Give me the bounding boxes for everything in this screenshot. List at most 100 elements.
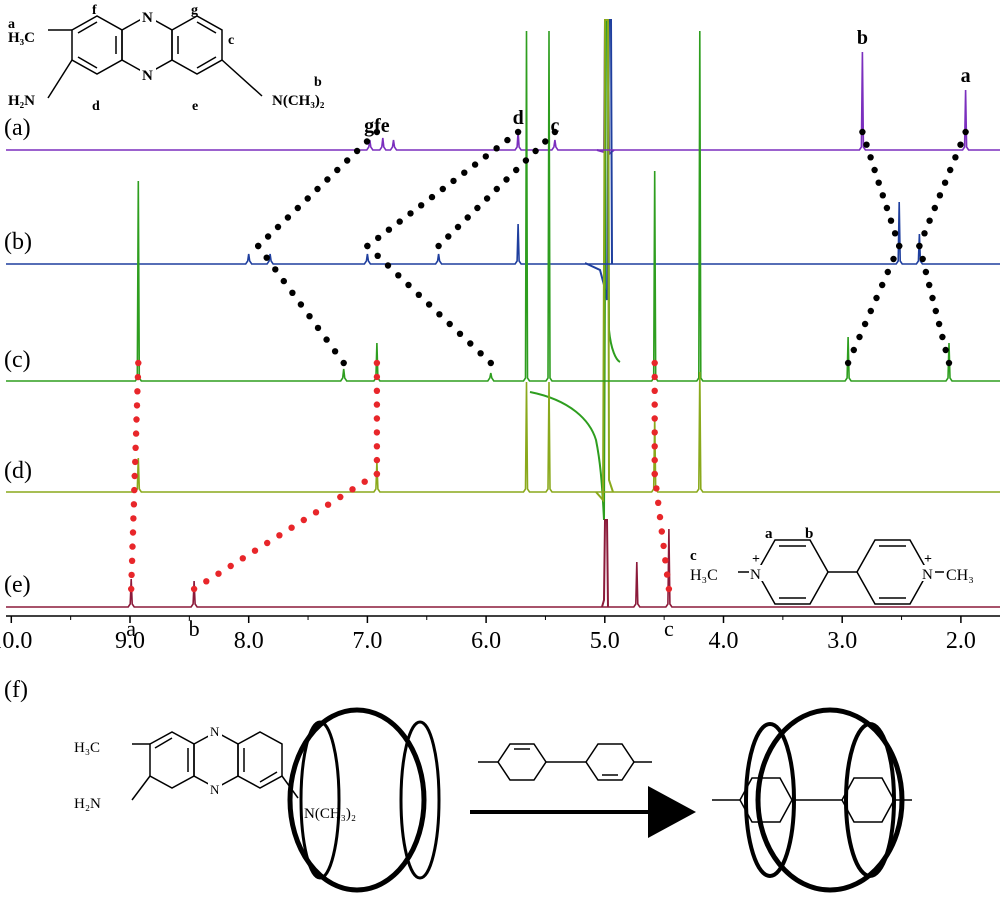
- correlation-dot-0-0: [373, 128, 381, 136]
- neutral-red-structure: [47, 15, 263, 99]
- correlation-dot-0-7: [304, 195, 311, 202]
- correlation-dot-3-8: [891, 230, 899, 237]
- correlation-dot-7-5: [867, 307, 874, 315]
- correlation-dot-7-3: [879, 281, 886, 289]
- correlation-dot-1-8: [428, 193, 436, 201]
- correlation-dot-0-6: [314, 185, 321, 193]
- correlation-dot-4-7: [926, 217, 933, 224]
- correlation-dot-0-8: [294, 204, 301, 212]
- correlation-dot-7-8: [850, 346, 857, 354]
- x-tick-label-3: 7.0: [352, 628, 382, 654]
- mv-methyl-left: H₃C: [690, 567, 718, 584]
- correlation-dot-2-4: [513, 166, 520, 174]
- correlation-dot-6-12: [487, 359, 494, 367]
- spectrum-e: [6, 528, 1000, 608]
- correlation-dot-5-7: [314, 324, 322, 332]
- methyl-viologen-labels: N + N + H₃C CH₃ c a b: [690, 526, 974, 584]
- correlation-dot-8-5: [932, 307, 939, 315]
- correlation-dot-9-1: [134, 373, 142, 381]
- correlation-dot-4-5: [936, 192, 944, 199]
- reaction-arrowhead: [648, 786, 696, 838]
- correlation-dot-7-4: [873, 294, 880, 302]
- peak-label-a-3: b: [857, 27, 868, 49]
- correlation-dot-8-9: [945, 359, 953, 367]
- correlation-dot-13-2: [655, 499, 662, 506]
- correlation-dot-9-13: [129, 543, 136, 550]
- correlation-dot-6-3: [395, 272, 402, 279]
- correlation-dot-11-6: [300, 516, 307, 524]
- neutral-red-labels: N N H₃C H₂N N(CH₃)₂ a b c d e f g: [8, 3, 325, 114]
- correlation-dot-6-6: [425, 301, 433, 308]
- correlation-dot-8-1: [919, 255, 926, 263]
- correlation-dot-3-1: [863, 141, 870, 148]
- scheme-dimethylamino: N(CH₃)₂: [304, 806, 356, 822]
- correlation-dot-2-7: [483, 195, 491, 202]
- solvent-signal: [529, 19, 621, 608]
- correlation-dot-9-3: [133, 402, 141, 409]
- correlation-dot-2-0: [551, 128, 559, 136]
- correlation-dot-11-2: [349, 486, 356, 493]
- spectrum-b: [6, 201, 1000, 265]
- cucurbituril-ring-empty: [287, 707, 427, 893]
- scheme-amine: H₂N: [74, 796, 101, 812]
- correlation-dot-3-6: [883, 204, 891, 212]
- correlation-dot-12-0: [651, 359, 658, 367]
- cucurbituril-portal-left: [299, 720, 341, 880]
- mv-methyl-right: CH₃: [946, 567, 974, 584]
- correlation-dot-6-11: [477, 350, 484, 357]
- dimethylamino-group: N(CH₃)₂: [272, 93, 325, 109]
- correlation-dot-12-4: [651, 415, 658, 422]
- x-tick-label-8: 2.0: [946, 628, 976, 654]
- correlation-dot-11-0: [373, 470, 381, 478]
- correlation-dot-7-6: [861, 320, 869, 328]
- correlation-dot-10-2: [373, 387, 381, 394]
- mv-n-left: N: [750, 567, 761, 583]
- correlation-dot-9-4: [133, 416, 140, 423]
- complex-portal-right: [844, 722, 896, 878]
- correlation-dot-13-6: [662, 557, 669, 564]
- correlation-dot-9-11: [130, 515, 137, 522]
- peak-label-a-0: gfe: [364, 115, 390, 137]
- correlation-dot-2-1: [542, 138, 549, 145]
- correlation-dot-8-6: [935, 320, 943, 328]
- peak-label-e-2: c: [664, 616, 674, 641]
- correlation-dot-13-8: [665, 585, 673, 593]
- panel-label-e: (e): [4, 572, 31, 598]
- correlation-dot-11-3: [337, 493, 344, 501]
- scheme-ring-n-bottom: N: [210, 782, 220, 797]
- correlation-dot-7-0: [896, 242, 903, 250]
- proton-label-c: c: [228, 33, 234, 48]
- proton-label-a: a: [8, 17, 15, 32]
- x-tick-label-1: 9.0: [115, 628, 145, 654]
- correlation-dot-3-5: [879, 192, 886, 199]
- correlation-dot-13-5: [660, 542, 667, 550]
- correlation-dot-11-8: [276, 532, 283, 539]
- correlation-dot-5-10: [340, 359, 347, 367]
- correlation-dot-6-8: [446, 320, 453, 328]
- correlation-dot-1-0: [514, 128, 522, 136]
- correlation-dot-13-1: [653, 485, 660, 492]
- correlation-dot-10-3: [373, 401, 381, 408]
- correlation-dot-1-6: [450, 177, 457, 185]
- correlation-dot-11-5: [312, 509, 320, 516]
- correlation-dot-5-1: [263, 254, 270, 261]
- correlation-dot-11-4: [324, 501, 332, 508]
- methyl-viologen-structure: [738, 539, 944, 605]
- correlation-dot-9-15: [128, 571, 135, 579]
- correlation-dot-2-12: [435, 242, 442, 250]
- correlation-dot-6-5: [415, 291, 422, 298]
- peak-label-a-4: a: [961, 65, 971, 87]
- correlation-dot-11-13: [215, 570, 222, 577]
- correlation-dot-4-8: [921, 230, 928, 237]
- correlation-dot-1-12: [385, 226, 393, 233]
- correlation-dot-3-7: [887, 217, 895, 224]
- proton-label-e: e: [192, 99, 198, 114]
- correlation-dot-5-8: [323, 336, 330, 343]
- correlation-dot-2-2: [532, 147, 539, 155]
- correlation-dot-6-10: [467, 340, 474, 347]
- correlation-dot-4-4: [941, 179, 949, 186]
- x-tick-label-7: 3.0: [827, 628, 857, 654]
- correlation-dot-11-7: [288, 524, 295, 531]
- amine-group: H₂N: [8, 93, 35, 109]
